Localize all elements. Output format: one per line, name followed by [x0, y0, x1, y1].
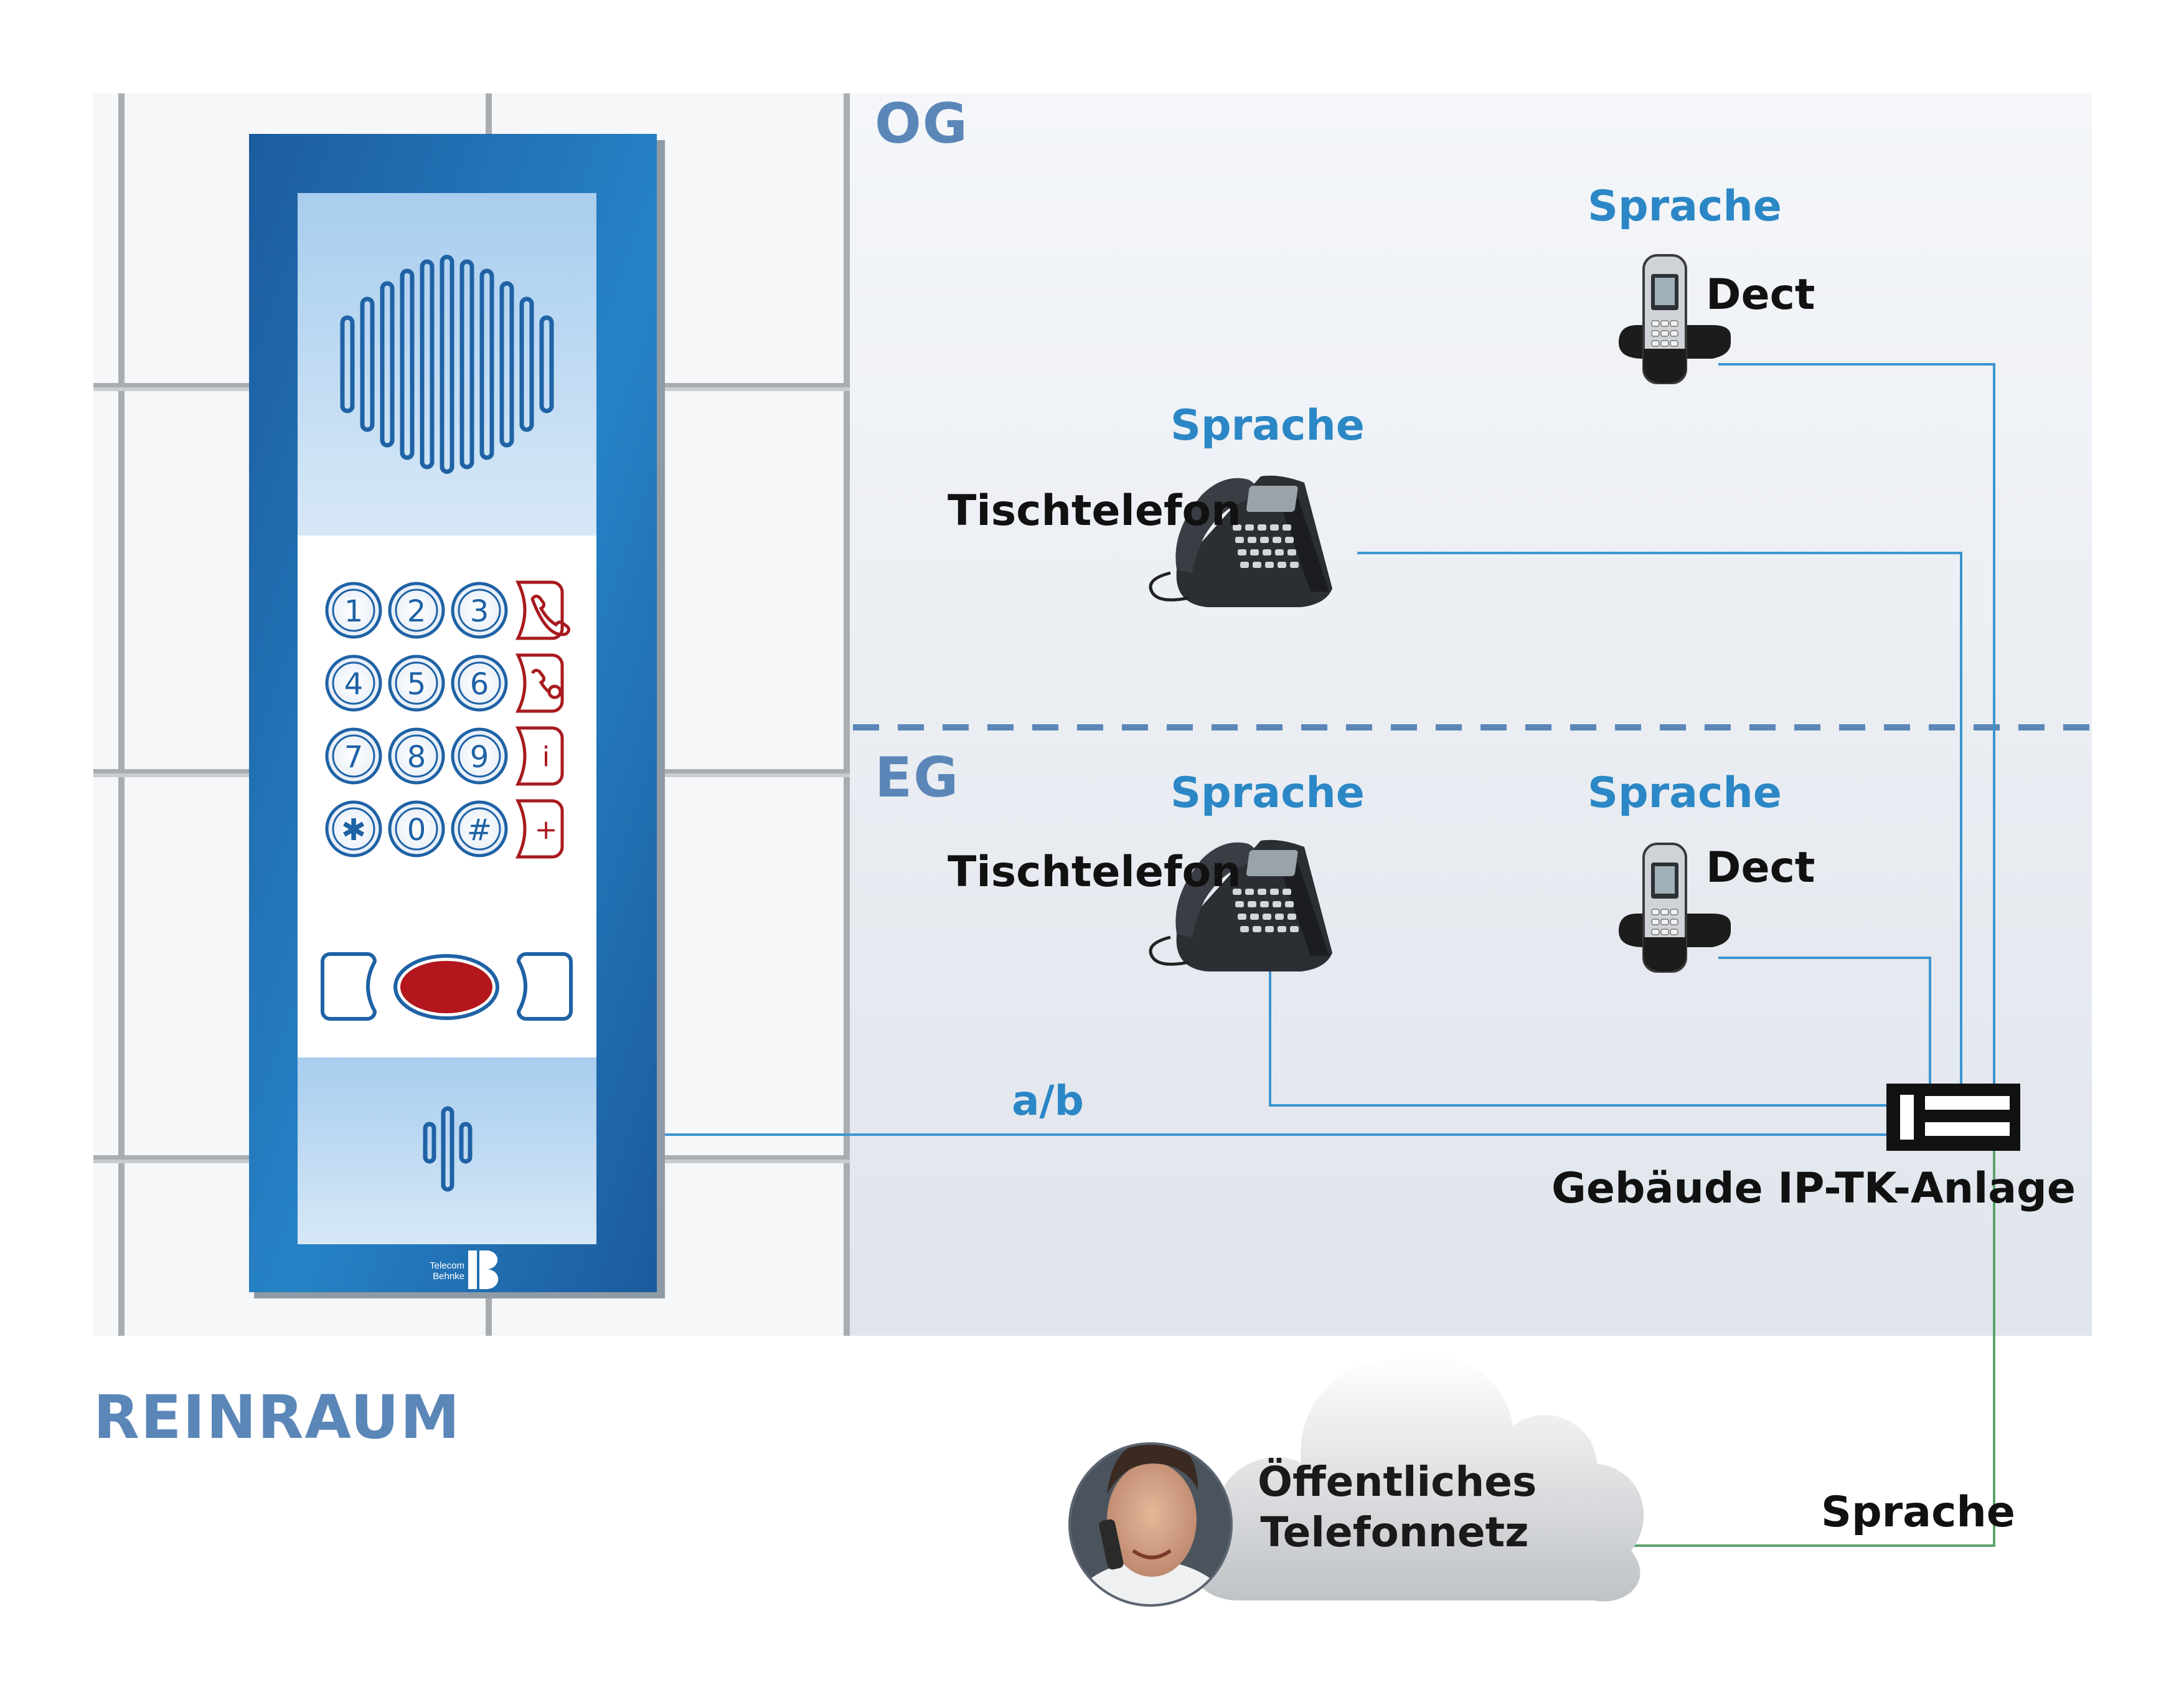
brand-line2: Behnke: [433, 1270, 464, 1282]
function-keys: i+: [515, 580, 571, 859]
keypad-key-6: 6: [451, 655, 508, 712]
keypad-key-label: 9: [470, 740, 489, 775]
dect-label-eg: Dect: [1706, 843, 1815, 892]
keypad-key-4: 4: [325, 655, 382, 712]
grille-slot: [340, 315, 355, 414]
keypad-key-#: #: [451, 800, 508, 858]
desk-handset: [1175, 478, 1257, 573]
call-icon: [515, 580, 571, 640]
floor-label-og: OG: [875, 92, 969, 156]
desk-stand: [1283, 498, 1329, 592]
speaker-grille: [340, 255, 554, 474]
grille-slot: [499, 281, 514, 448]
floor-label-eg: EG: [875, 745, 960, 810]
keypad-key-label: 1: [344, 594, 364, 629]
hangup-icon: [515, 653, 564, 713]
keypad-key-label: 6: [470, 667, 489, 702]
keypad-key-label: ✱: [341, 813, 366, 848]
microphone-icon: [423, 1106, 473, 1192]
public-network-label: Öffentliches Telefonnetz: [1258, 1457, 1537, 1557]
dect-phone-eg-icon: [1619, 843, 1731, 973]
desk-phone-og-icon: [1149, 475, 1332, 607]
grille-slot: [440, 255, 454, 474]
ab-connection-label: a/b: [1012, 1077, 1084, 1125]
voice-label-desk-og: Sprache: [1170, 401, 1365, 450]
grille-slot: [380, 281, 395, 448]
keypad-key-7: 7: [325, 727, 382, 785]
desk-cord: [1149, 935, 1190, 966]
plus-icon: +: [515, 799, 564, 859]
keypad-key-label: 3: [470, 594, 489, 629]
desk-stand: [1283, 863, 1329, 956]
grille-slot: [519, 296, 534, 432]
keypad-key-9: 9: [451, 727, 508, 785]
desk-screen: [1246, 486, 1298, 512]
dect-label-og: Dect: [1706, 270, 1815, 319]
dect-handset-bottom: [1644, 937, 1686, 971]
keypad-key-8: 8: [388, 727, 445, 785]
keypad-key-5: 5: [388, 655, 445, 712]
grille-slot: [459, 259, 474, 470]
info-icon: i: [515, 726, 564, 786]
building-background: [850, 93, 2092, 1336]
desk-phone-eg-icon: [1149, 839, 1332, 971]
keypad-key-label: #: [467, 813, 492, 848]
voice-label-public: Sprache: [1821, 1488, 2015, 1537]
brand-line1: Telecom: [430, 1260, 464, 1271]
pbx-label: Gebäude IP-TK-Anlage: [1551, 1164, 2076, 1213]
voice-label-dect-eg: Sprache: [1588, 768, 1782, 818]
grille-slot: [539, 315, 554, 414]
keypad-key-label: 4: [344, 667, 364, 702]
pbx-icon: [1886, 1084, 2020, 1151]
control-buttons: [321, 952, 573, 1021]
room-label: REINRAUM: [93, 1382, 461, 1452]
keypad-key-3: 3: [451, 582, 508, 639]
keypad-key-1: 1: [325, 582, 382, 639]
keypad-key-✱: ✱: [325, 800, 382, 858]
desk-screen: [1246, 850, 1298, 876]
grille-slot: [420, 259, 435, 470]
desk-cord: [1149, 571, 1190, 602]
voice-label-dect-og: Sprache: [1588, 182, 1782, 231]
keypad-key-label: 2: [407, 594, 426, 629]
line-dect-eg: [1718, 957, 1931, 1087]
desk-phone-label-og: Tischtelefon: [948, 486, 1241, 536]
line-public-network: [1619, 1146, 1995, 1547]
connection-lines: [665, 363, 1995, 1136]
keypad-key-label: 0: [407, 813, 426, 848]
svg-text:i: i: [542, 741, 550, 773]
keypad-key-label: 8: [407, 740, 426, 775]
cloud-icon: [1188, 1354, 1644, 1602]
public-network-line2: Telefonnetz: [1260, 1508, 1529, 1556]
line-desk-og: [1357, 552, 1962, 1087]
line-desk-eg: [1269, 956, 1886, 1107]
keypad: 1 2 3 4 5 6 7 8 9 ✱ 0 #: [325, 582, 508, 858]
dect-phone-og-icon: [1619, 254, 1731, 384]
line-dect-og: [1718, 363, 1995, 1087]
grille-slot: [400, 268, 415, 460]
desk-phone-label-eg: Tischtelefon: [948, 848, 1241, 897]
brand-logo: [468, 1250, 499, 1289]
caller-avatar: [1068, 1442, 1233, 1607]
keypad-key-label: 7: [344, 740, 364, 775]
dect-handset-bottom: [1644, 349, 1686, 383]
keypad-key-2: 2: [388, 582, 445, 639]
svg-text:+: +: [535, 814, 558, 846]
desk-handset: [1175, 842, 1257, 937]
public-network-line1: Öffentliches: [1258, 1458, 1537, 1506]
keypad-key-0: 0: [388, 800, 445, 858]
brand-text: Telecom Behnke: [411, 1260, 464, 1282]
grille-slot: [360, 296, 375, 432]
keypad-key-label: 5: [407, 667, 426, 702]
grille-slot: [479, 268, 494, 460]
voice-label-desk-eg: Sprache: [1170, 768, 1365, 818]
